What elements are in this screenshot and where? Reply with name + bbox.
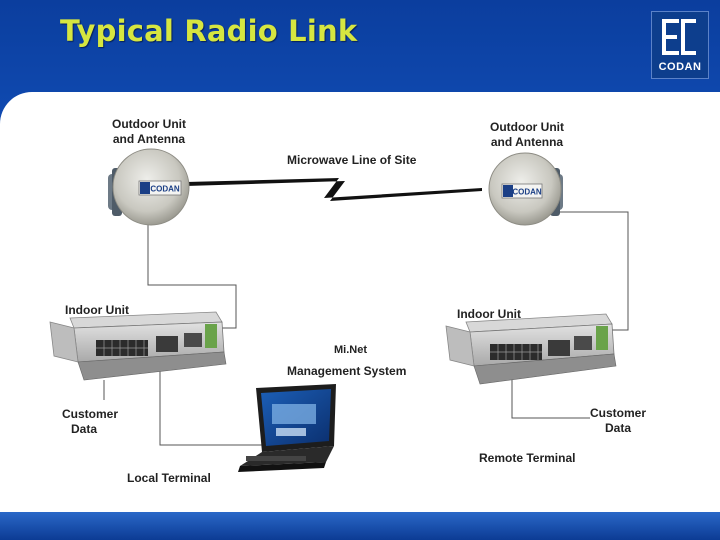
outdoor-unit-left: CODAN xyxy=(108,148,190,226)
microwave-link-bolt xyxy=(186,178,482,201)
label-outdoor-unit-right: Outdoor Unit and Antenna xyxy=(490,120,564,150)
label-nms-description: Management System xyxy=(287,364,407,378)
label-indoor-unit-right: Indoor Unit xyxy=(457,307,521,321)
label-remote-terminal: Remote Terminal xyxy=(479,451,576,465)
odu-idu-cable-left xyxy=(147,225,237,329)
codan-logo: CODAN xyxy=(651,11,709,79)
label-indoor-unit-left: Indoor Unit xyxy=(65,303,129,317)
laptop-terminal xyxy=(238,384,336,472)
label-customer-data-left: Customer Data xyxy=(62,407,118,437)
footer-bar xyxy=(0,512,720,540)
content-panel xyxy=(0,92,720,515)
local-terminal-line xyxy=(159,355,262,446)
indoor-unit-left xyxy=(49,311,227,381)
label-outdoor-unit-right-line2: and Antenna xyxy=(490,135,564,149)
label-outdoor-unit-left-line1: Outdoor Unit xyxy=(112,117,186,131)
label-customer-data-right-line2: Data xyxy=(605,421,632,435)
label-microwave-link: Microwave Line of Site xyxy=(287,153,417,167)
odu-idu-cable-right xyxy=(560,211,629,331)
antenna-badge-right: CODAN xyxy=(512,188,542,197)
remote-terminal-line xyxy=(511,380,590,419)
codan-logo-text: CODAN xyxy=(658,61,702,73)
label-customer-data-right: Customer Data xyxy=(590,406,646,436)
label-customer-data-right-line1: Customer xyxy=(590,406,647,420)
label-outdoor-unit-left-line2: and Antenna xyxy=(112,132,186,146)
label-outdoor-unit-left: Outdoor Unit and Antenna xyxy=(112,117,186,147)
label-local-terminal: Local Terminal xyxy=(127,471,211,485)
connection-lines xyxy=(103,211,629,446)
antenna-badge-left: CODAN xyxy=(150,185,180,194)
label-customer-data-left-line2: Data xyxy=(71,422,98,436)
label-customer-data-left-line1: Customer xyxy=(62,407,119,421)
slide-title: Typical Radio Link xyxy=(60,14,358,48)
label-outdoor-unit-right-line1: Outdoor Unit xyxy=(490,120,564,134)
indoor-unit-right xyxy=(445,313,617,385)
outdoor-unit-right: CODAN xyxy=(488,152,563,226)
codan-logo-mark-icon xyxy=(662,19,696,55)
label-nms-name: Mi.Net xyxy=(334,344,367,356)
